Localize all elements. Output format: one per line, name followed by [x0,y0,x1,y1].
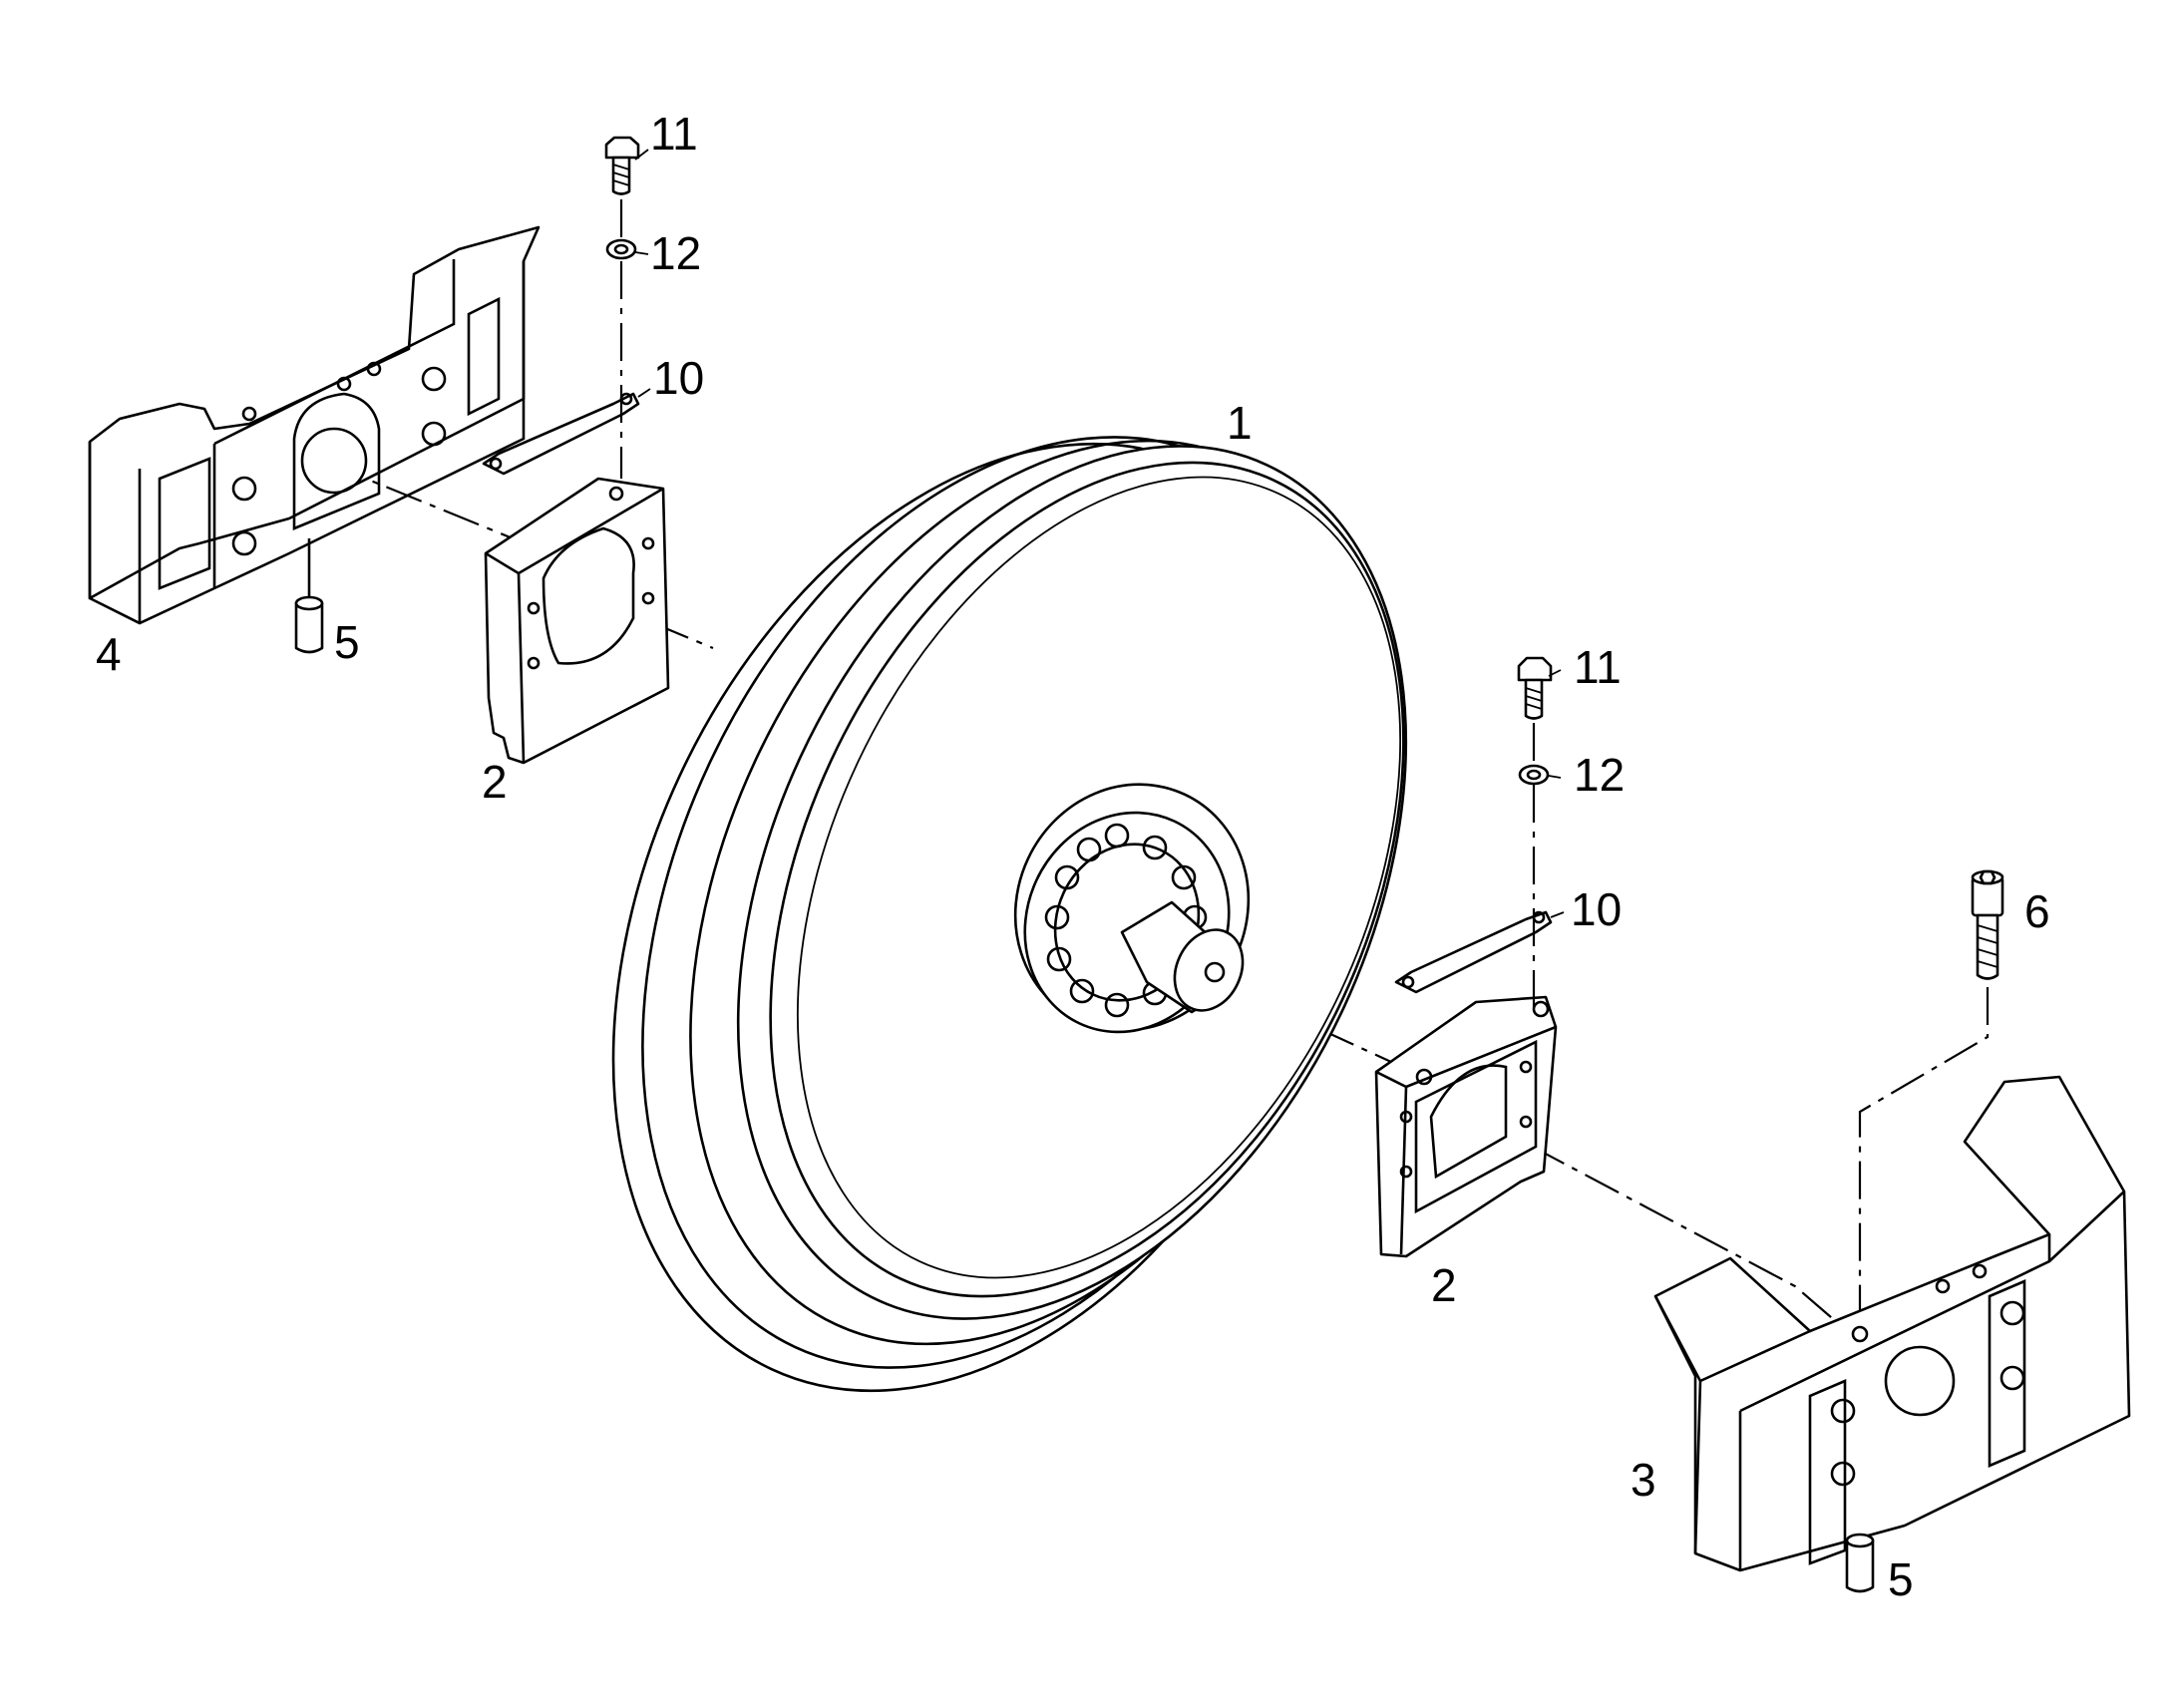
screw-axis [1858,987,1990,1536]
callout-washer-upper: 12 [650,227,701,279]
callout-lock-plate-lower: 10 [1571,883,1622,935]
assembly-centerline [328,462,1941,1412]
lock-plate-upper [482,392,640,476]
bracket-left [484,477,670,765]
callout-mount-block-left: 4 [96,628,122,680]
callout-bracket-right: 2 [1431,1259,1457,1311]
lock-plate-lower [1394,910,1553,994]
socket-screw [1971,869,2004,980]
washer-lower [1518,764,1550,786]
callout-pin-left: 5 [334,616,360,668]
callout-bolt-lower: 11 [1574,641,1622,693]
callout-lock-plate-upper: 10 [653,352,704,404]
bolt-upper [604,136,640,195]
pin-left [294,538,324,654]
bracket-right [1374,995,1558,1258]
bolt-lower [1517,656,1553,720]
callout-mount-block-right: 3 [1631,1454,1656,1506]
leader-lines [634,149,1565,918]
callout-washer-lower: 12 [1574,749,1625,801]
callout-bracket-left: 2 [482,756,508,808]
pin-right [1845,1533,1875,1593]
callout-socket-screw: 6 [2024,885,2050,937]
callout-idler-wheel: 1 [1227,397,1253,449]
idler-wheel [611,436,1408,1393]
washer-upper [605,238,637,260]
callout-bolt-upper: 11 [650,108,698,160]
mount-block-left [88,225,541,625]
mount-block-right [1653,1075,2131,1572]
callout-pin-right: 5 [1888,1553,1914,1605]
